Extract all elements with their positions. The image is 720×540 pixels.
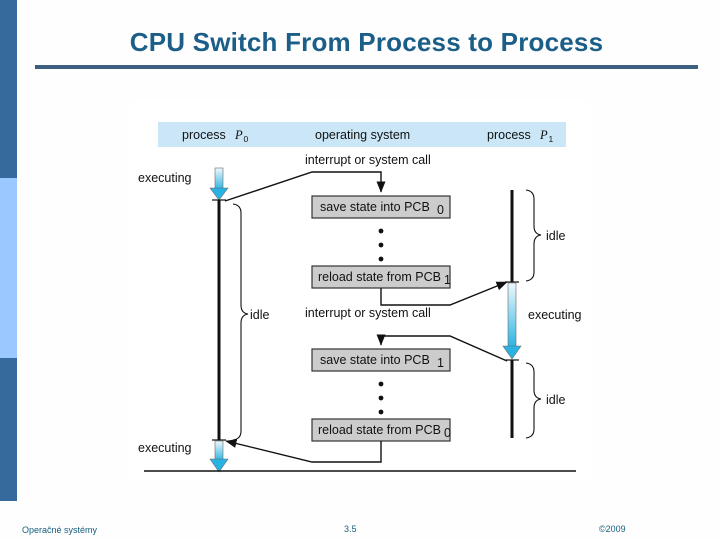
svg-text:reload state from PCB: reload state from PCB [318, 270, 441, 284]
connector-p1-to-os-bottom [376, 334, 508, 362]
svg-text:save state into PCB: save state into PCB [320, 200, 430, 214]
footer-copyright: ©2009 [599, 524, 626, 534]
diagram-header-band [158, 122, 566, 147]
footer-slide-number: 3.5 [344, 524, 357, 534]
interrupt-label-bottom: interrupt or system call [305, 306, 431, 320]
slide-side-strip [0, 0, 17, 540]
column-label-p0-symbol: P [234, 128, 243, 142]
p0-executing-arrow-top [209, 167, 229, 201]
os-ellipsis-top [378, 228, 384, 262]
p1-label-executing: executing [528, 308, 582, 322]
side-strip-segment-top [0, 0, 17, 178]
svg-text:reload state from PCB: reload state from PCB [318, 423, 441, 437]
os-ellipsis-bottom [378, 381, 384, 415]
column-label-p0-subscript: 0 [244, 134, 249, 144]
p1-label-idle-bottom: idle [546, 393, 566, 407]
column-label-p1-subscript: 1 [549, 134, 554, 144]
os-box-reload-state-pcb0: reload state from PCB 0 [311, 418, 451, 442]
connector-os-to-p0 [225, 439, 382, 463]
page-title: CPU Switch From Process to Process [129, 27, 604, 57]
side-strip-segment-middle [0, 178, 17, 358]
side-strip-segment-bottom [0, 358, 17, 501]
title-divider [35, 65, 698, 69]
interrupt-label-top: interrupt or system call [305, 153, 431, 167]
column-label-process-p1: process [487, 128, 531, 142]
footer-course-name: Operačné systémy [22, 525, 98, 535]
svg-text:save state into PCB: save state into PCB [320, 353, 430, 367]
os-box-reload-state-pcb1: reload state from PCB 1 [311, 265, 451, 289]
svg-text:1: 1 [444, 273, 451, 287]
p1-idle-brace-bottom [525, 362, 542, 439]
p1-label-idle-top: idle [546, 229, 566, 243]
p0-label-idle: idle [250, 308, 270, 322]
svg-text:0: 0 [437, 203, 444, 217]
connector-os-to-p1 [380, 281, 508, 306]
connector-p0-to-os-top [224, 171, 386, 202]
column-label-p1-symbol: P [539, 128, 548, 142]
os-box-save-state-pcb1: save state into PCB 1 [311, 348, 451, 372]
p0-executing-arrow-bottom [209, 440, 229, 473]
p0-label-executing-top: executing [138, 171, 192, 185]
os-box-save-state-pcb0: save state into PCB 0 [311, 195, 451, 219]
column-label-operating-system: operating system [315, 128, 410, 142]
svg-text:1: 1 [437, 356, 444, 370]
p0-idle-brace [232, 203, 249, 441]
p0-label-executing-bottom: executing [138, 441, 192, 455]
p1-idle-brace-top [525, 189, 542, 282]
p1-executing-arrow [502, 282, 522, 360]
cpu-context-switch-diagram: process P 0 operating system process P 1… [130, 100, 590, 480]
svg-text:0: 0 [444, 426, 451, 440]
column-label-process-p0: process [182, 128, 226, 142]
